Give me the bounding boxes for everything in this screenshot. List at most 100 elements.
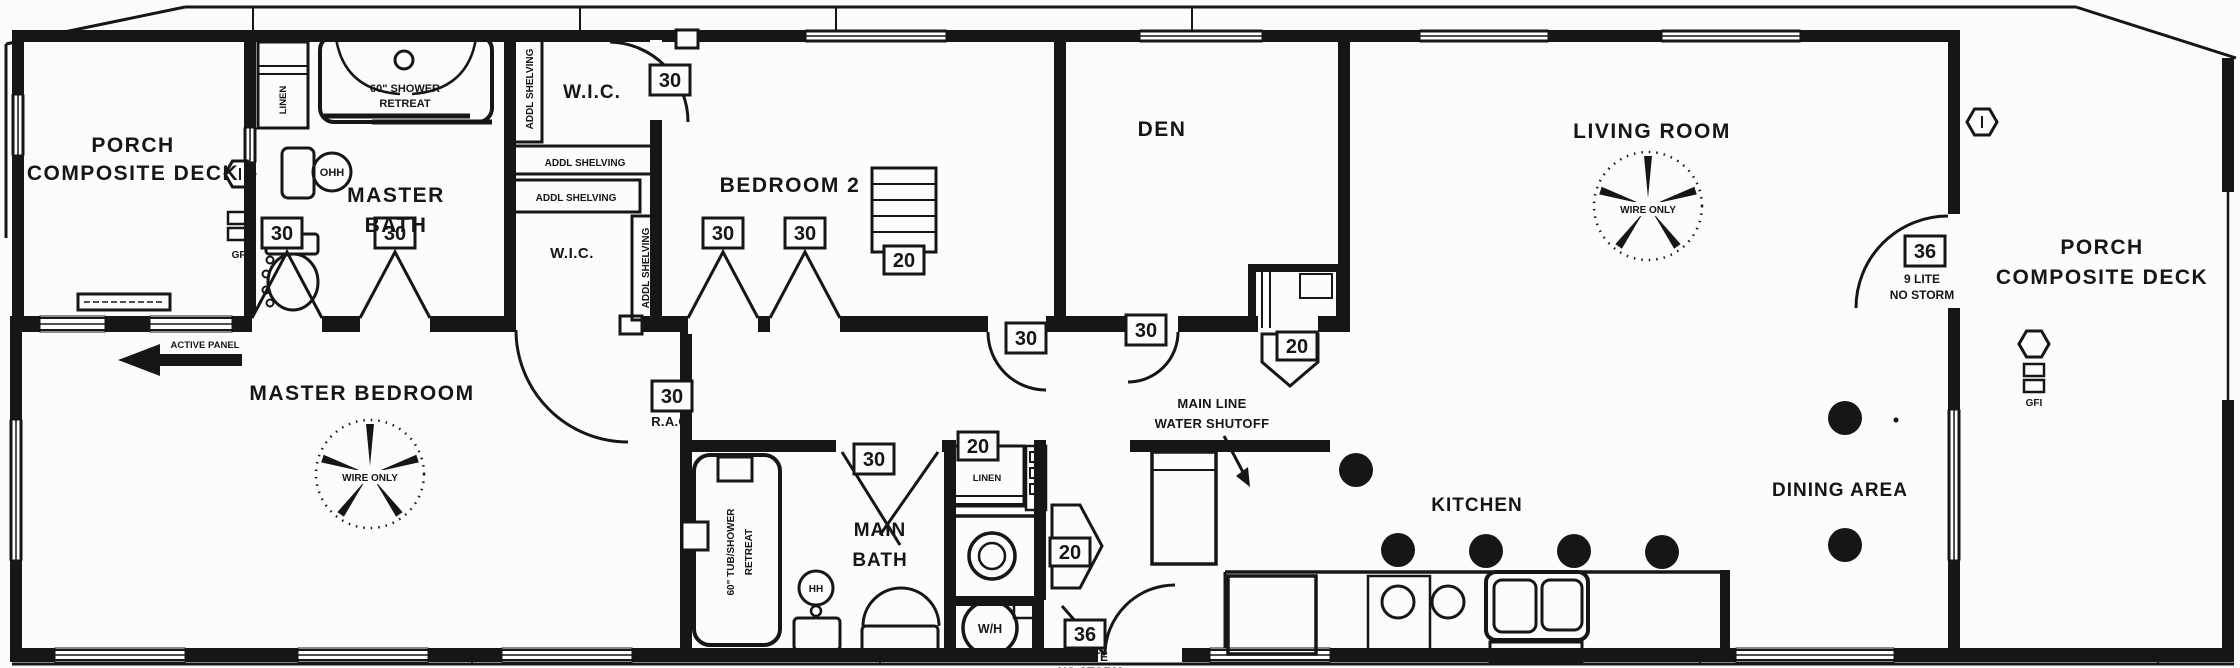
kitchen-bar [1150,450,1218,566]
wire-only-master: WIRE ONLY [342,473,398,484]
active-panel-label: ACTIVE PANEL [171,340,240,351]
svg-text:30: 30 [1135,320,1157,342]
label-bedroom2: BEDROOM 2 [720,174,861,197]
door-badges: 30 30 30 30 30 30 R.A.G. 30 30 30 20 20 … [260,63,1954,668]
shower-label-2: RETREAT [379,98,430,110]
receptacle-icon: R [1645,535,1679,569]
main-bath-fixtures: 60" TUB/SHOWER RETREAT HH LINEN [680,444,1048,657]
den-utility-closet [1261,272,1333,328]
door36-bottom-note2: NO STORM [1058,665,1122,668]
ohh-label: OHH [320,167,345,179]
svg-text:20: 20 [967,436,989,458]
svg-text:36: 36 [1074,624,1096,646]
eave-lines [4,5,2237,666]
label-dining: DINING AREA [1772,480,1908,501]
door36-bottom-note1: 2 LITE [1072,650,1108,664]
svg-text:20: 20 [1059,542,1081,564]
svg-text:R: R [1840,538,1851,555]
receptacle-icon: R [1828,528,1862,562]
ceiling-fan-master: WIRE ONLY [314,418,426,530]
svg-text:R: R [1840,411,1851,428]
label-den: DEN [1138,118,1187,141]
walls [10,30,2234,662]
label-kitchen: KITCHEN [1431,495,1522,516]
water-heater: W/H [961,598,1036,657]
shower-label-1: 60" SHOWER [370,83,440,95]
porch-light-icon [1965,107,1999,137]
wic-shelving: ADDL SHELVING ADDL SHELVING ADDL SHELVIN… [510,34,660,322]
svg-text:30: 30 [384,223,406,245]
rag-label: R.A.G. [651,414,693,429]
receptacle-icon: R [1557,534,1591,568]
svg-text:30: 30 [863,449,885,471]
receptacle-icon: R [1828,401,1862,435]
label-wic-top: W.I.C. [563,82,621,103]
active-panel-arrow: ACTIVE PANEL [118,338,244,376]
hh-label: HH [809,584,823,595]
linen-hall-label: LINEN [973,473,1002,484]
master-bath-fixtures: LINEN 60" SHOWER RETREAT OHH [256,34,494,312]
vanity [280,146,316,200]
label-master-bath-2: BATH [365,214,428,237]
wh-label: W/H [978,622,1002,636]
refrigerator [1226,574,1318,656]
label-master-bedroom: MASTER BEDROOM [249,382,474,405]
svg-text:30: 30 [661,386,683,408]
room-labels: PORCH COMPOSITE DECK MASTER BATH W.I.C. … [27,82,2208,571]
svg-text:30: 30 [794,223,816,245]
linen-closet-master: LINEN [256,40,310,130]
addl-shelving-vert-left: ADDL SHELVING [525,48,536,129]
addl-shelving-vert-right: ADDL SHELVING [641,227,652,308]
water-shutoff-line2: WATER SHUTOFF [1155,416,1270,431]
svg-text:20: 20 [1286,336,1308,358]
svg-text:R: R [1657,545,1668,562]
tub-label-1: 60" TUB/SHOWER [726,508,737,596]
gfi-label-right: GFI [2026,398,2043,409]
ceiling-fan-living: WIRE ONLY [1592,150,1704,262]
svg-text:30: 30 [712,223,734,245]
wire-only-living: WIRE ONLY [1620,205,1676,216]
shower-60: 60" SHOWER RETREAT [318,34,494,125]
svg-text:36: 36 [1914,241,1936,263]
svg-text:R: R [1569,544,1580,561]
label-main-bath-1: MAIN [854,520,907,541]
receptacle-icon: R [1381,533,1415,567]
porch-light-icon [223,159,257,189]
light-ohh: OHH [311,151,353,193]
addl-shelving-band2: ADDL SHELVING [536,193,617,204]
porch-slat-box [76,292,172,312]
gfi-outlet-right: GFI [2017,329,2051,409]
bedroom2-closet [870,166,938,254]
svg-text:R: R [1481,544,1492,561]
label-porch-right-2: COMPOSITE DECK [1996,266,2208,289]
svg-text:R: R [1351,463,1362,480]
receptacle-icon: R [1469,534,1503,568]
svg-text:30: 30 [1015,328,1037,350]
linen-label: LINEN [278,86,289,115]
label-wic-lower: W.I.C. [550,245,594,262]
label-master-bath-1: MASTER [347,184,445,207]
kitchen-fixtures [1150,450,1720,664]
kitchen-sink [1484,570,1590,664]
label-porch-left-2: COMPOSITE DECK [27,162,239,185]
door36-right-note2: NO STORM [1890,288,1954,302]
svg-text:20: 20 [893,250,915,272]
svg-text:30: 30 [271,223,293,245]
label-porch-right-1: PORCH [2060,236,2143,259]
tub-label-2: RETREAT [744,529,755,575]
gfi-label-left: GFI [232,250,249,261]
tub-60: 60" TUB/SHOWER RETREAT [680,453,782,647]
toilet-main [860,586,941,654]
water-shutoff-line1: MAIN LINE [1177,396,1246,411]
label-main-bath-2: BATH [852,550,907,571]
label-porch-left-1: PORCH [91,134,174,157]
receptacles: R R R R R R R [1339,401,1899,569]
door36-right-note1: 9 LITE [1904,272,1940,286]
light-hh: HH [792,569,842,652]
label-living-room: LIVING ROOM [1573,120,1731,143]
svg-text:30: 30 [659,70,681,92]
cooktop [1366,574,1466,654]
hall-linen-closet: LINEN [948,444,1048,512]
